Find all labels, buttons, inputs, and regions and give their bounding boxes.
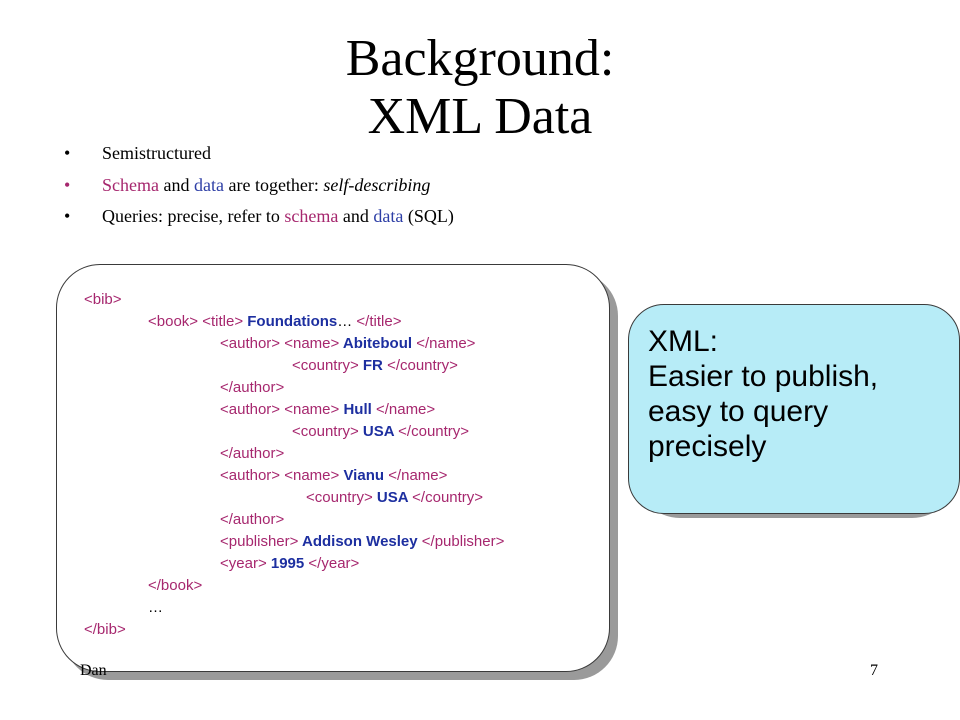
keyword-schema: Schema — [102, 174, 159, 195]
bullet-text: are together: — [223, 174, 324, 195]
xml-line: </author> — [220, 510, 284, 532]
xml-line: <bib> — [84, 290, 122, 312]
page-number: 7 — [870, 662, 878, 679]
bullet-list: • Semistructured • Schema and data are t… — [64, 140, 454, 235]
xml-tag: <name> — [284, 335, 340, 352]
xml-tag: <country> — [292, 423, 359, 440]
xml-tag: <title> — [202, 313, 244, 330]
xml-value: Hull — [339, 401, 376, 418]
xml-value: Abiteboul — [339, 335, 417, 352]
xml-ellipsis: … — [337, 313, 353, 330]
xml-tag: <country> — [306, 489, 373, 506]
xml-tag: </name> — [388, 467, 448, 484]
xml-ellipsis: … — [148, 599, 163, 616]
bullet-marker: • — [64, 143, 71, 163]
xml-tag: </author> — [220, 511, 285, 528]
xml-line: <author> <name> Vianu </name> — [220, 466, 447, 488]
xml-tag: </author> — [220, 379, 285, 396]
xml-tag: </book> — [148, 577, 203, 594]
xml-value: 1995 — [266, 555, 309, 572]
bullet-text: (SQL) — [403, 206, 454, 226]
xml-tag: </name> — [375, 401, 436, 418]
xml-line: <publisher> Addison Wesley </publisher> — [220, 532, 504, 554]
title-line-2: XML Data — [367, 88, 593, 145]
xml-line: </author> — [220, 378, 284, 400]
bullet-text: Queries: precise, refer to — [102, 206, 285, 226]
keyword-schema: schema — [284, 206, 339, 226]
xml-tag: <book> — [148, 313, 199, 330]
callout-line: Easier to publish, — [648, 360, 879, 393]
xml-line: </book> — [148, 576, 202, 598]
callout-text: XML: Easier to publish, easy to query pr… — [648, 324, 954, 464]
xml-line: <year> 1995 </year> — [220, 554, 359, 576]
xml-tag: <author> — [220, 401, 281, 418]
xml-tag: </year> — [308, 555, 360, 572]
xml-value: FR — [358, 357, 388, 374]
xml-tag: </country> — [387, 357, 458, 374]
bullet-item: • Schema and data are together: self-des… — [64, 172, 454, 204]
xml-tag: </author> — [220, 445, 285, 462]
xml-line: <country> FR </country> — [292, 356, 458, 378]
xml-tag: </name> — [416, 335, 476, 352]
title-line-1: Background: — [345, 30, 615, 87]
xml-line: <author> <name> Hull </name> — [220, 400, 435, 422]
xml-value: Foundations — [243, 313, 338, 330]
bullet-item: • Semistructured — [64, 140, 454, 172]
xml-line: … — [148, 598, 163, 620]
xml-tag: <name> — [284, 467, 340, 484]
xml-example-box — [56, 264, 610, 672]
xml-tag: </country> — [398, 423, 470, 440]
bullet-item: • Queries: precise, refer to schema and … — [64, 203, 454, 235]
xml-tag: </publisher> — [421, 533, 505, 550]
bullet-text: and — [338, 206, 374, 226]
xml-line: <author> <name> Abiteboul </name> — [220, 334, 475, 356]
xml-tag: </title> — [356, 313, 402, 330]
callout-box — [628, 304, 960, 514]
xml-tag: <country> — [292, 357, 359, 374]
callout-line: precisely — [648, 430, 767, 463]
xml-line: <book> <title> Foundations… </title> — [148, 312, 401, 334]
bullet-text: Semistructured — [102, 143, 211, 163]
xml-value: USA — [358, 423, 399, 440]
xml-tag: <author> — [220, 335, 281, 352]
callout-line: easy to query — [648, 395, 829, 428]
xml-tag: <author> — [220, 467, 281, 484]
xml-tag: </country> — [412, 489, 484, 506]
xml-tag: </bib> — [84, 621, 126, 638]
keyword-data: data — [373, 206, 404, 226]
bullet-marker: • — [64, 174, 71, 195]
xml-line: </bib> — [84, 620, 126, 642]
bullet-emphasis: self-describing — [323, 174, 431, 195]
callout-line: XML: — [648, 325, 719, 358]
xml-line: <country> USA </country> — [306, 488, 483, 510]
xml-value: USA — [372, 489, 413, 506]
xml-line: <country> USA </country> — [292, 422, 469, 444]
keyword-data: data — [193, 174, 224, 195]
xml-value: Vianu — [339, 467, 389, 484]
xml-tag: <year> — [220, 555, 267, 572]
bullet-text: and — [158, 174, 194, 195]
bullet-marker: • — [64, 206, 71, 226]
xml-line: </author> — [220, 444, 284, 466]
slide-title: Background: XML Data — [0, 30, 960, 146]
xml-tag: <bib> — [84, 291, 122, 308]
xml-tag: <publisher> — [220, 533, 299, 550]
xml-value: Addison Wesley — [298, 533, 422, 550]
footer-author: Dan — [80, 662, 107, 679]
xml-tag: <name> — [284, 401, 340, 418]
